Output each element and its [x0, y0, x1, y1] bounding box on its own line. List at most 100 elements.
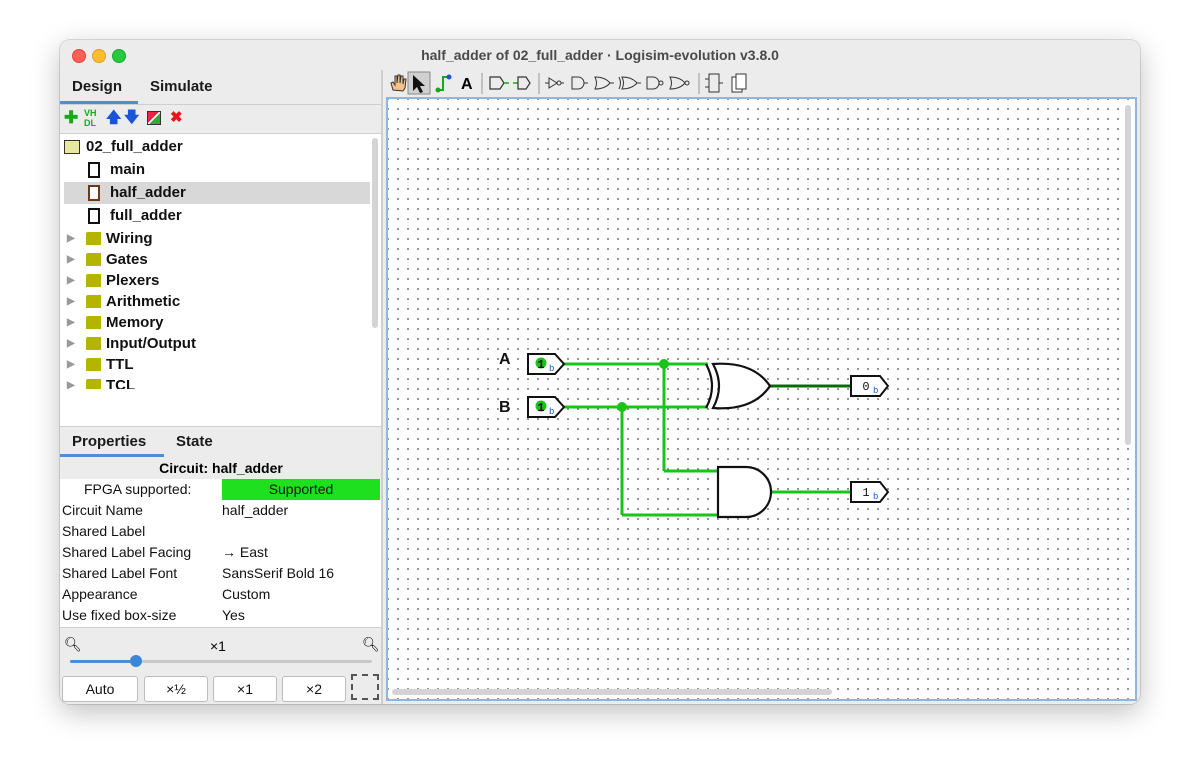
maximize-window-button[interactable] — [112, 49, 126, 63]
wire-icon[interactable] — [435, 74, 452, 93]
prop-key: FPGA supported: — [84, 481, 192, 497]
input-pin-a[interactable]: 1 b — [527, 353, 566, 375]
tree-lib-arithmetic[interactable]: ▶ Arithmetic — [60, 291, 372, 313]
input-pin-b[interactable]: 1 b — [527, 396, 566, 418]
drawing-toolbar: A — [383, 70, 1140, 96]
zoom-half-button[interactable]: ×½ — [144, 676, 208, 702]
prop-row-fixed-box[interactable]: Use fixed box-size Yes — [60, 605, 382, 626]
active-tab-indicator — [60, 101, 138, 104]
tree-circuit-half-adder[interactable]: half_adder — [64, 182, 370, 204]
output-pin-sum[interactable]: 0 b — [850, 375, 890, 397]
tab-state[interactable]: State — [176, 433, 213, 450]
zoom-auto-button[interactable]: Auto — [62, 676, 138, 702]
tree-lib-gates[interactable]: ▶ Gates — [60, 249, 372, 271]
canvas-vertical-scrollbar[interactable] — [1125, 105, 1131, 445]
project-icon — [64, 140, 80, 154]
select-arrow-icon[interactable] — [407, 71, 431, 95]
tab-properties[interactable]: Properties — [72, 433, 147, 450]
prop-key: Shared Label — [62, 523, 146, 539]
prop-value[interactable]: Custom — [222, 586, 271, 602]
nand-gate-icon[interactable] — [646, 76, 664, 90]
prop-row-label-font[interactable]: Shared Label Font SansSerif Bold 16 — [60, 563, 382, 584]
splitter[interactable] — [381, 70, 383, 704]
tree-lib-wiring[interactable]: ▶ Wiring — [60, 228, 372, 250]
xor-gate-icon[interactable] — [618, 76, 641, 90]
zoom-panel: 🔍︎ ×1 🔍︎ Auto ×½ ×1 ×2 — [60, 636, 382, 704]
text-tool-icon[interactable]: A — [461, 76, 473, 93]
folder-icon — [86, 358, 101, 371]
buffer-icon[interactable] — [545, 77, 564, 89]
zoom-slider-track[interactable] — [70, 655, 372, 667]
carry-value: 1 — [862, 486, 869, 500]
add-circuit-icon[interactable]: ✚ — [64, 108, 79, 127]
prop-key: Circuit Name — [62, 502, 143, 518]
or-gate-icon[interactable] — [594, 76, 614, 90]
vhdl-icon[interactable]: VHDL — [84, 108, 97, 128]
zoom-fit-icon[interactable] — [351, 674, 379, 700]
and-gate[interactable] — [716, 465, 773, 519]
prop-row-appearance[interactable]: Appearance Custom — [60, 584, 382, 605]
tree-lib-tcl[interactable]: ▶ TCL — [60, 375, 372, 389]
tree-scrollbar[interactable] — [372, 138, 378, 328]
nor-gate-icon[interactable] — [669, 76, 690, 90]
canvas-horizontal-scrollbar[interactable] — [392, 689, 832, 695]
prop-row-circuit-name[interactable]: Circuit Name half_adder — [60, 500, 382, 521]
zoom-in-icon[interactable]: 🔍︎ — [362, 636, 380, 652]
expand-arrow-icon[interactable]: ▶ — [67, 296, 75, 307]
expand-arrow-icon[interactable]: ▶ — [67, 254, 75, 265]
label-a: A — [499, 351, 511, 368]
properties-header: Circuit: half_adder — [60, 457, 382, 479]
output-pin-icon[interactable] — [513, 76, 531, 90]
prop-value[interactable]: → East — [222, 544, 268, 560]
tree-circuit-main[interactable]: main — [60, 159, 372, 181]
expand-arrow-icon[interactable]: ▶ — [67, 317, 75, 328]
close-window-button[interactable] — [72, 49, 86, 63]
xor-gate[interactable] — [705, 362, 772, 410]
tree-project[interactable]: 02_full_adder — [60, 136, 372, 158]
folder-icon — [86, 295, 101, 308]
input-pin-icon[interactable] — [489, 76, 509, 90]
tree-lib-memory[interactable]: ▶ Memory — [60, 312, 372, 334]
toolbar-svg: A — [390, 71, 747, 95]
appearance-icon[interactable] — [731, 73, 747, 93]
layout-icon[interactable] — [705, 73, 723, 93]
prop-row-shared-label[interactable]: Shared Label — [60, 521, 382, 542]
move-up-icon[interactable]: 🡅 — [106, 109, 122, 126]
title-bar: half_adder of 02_full_adder · Logisim-ev… — [60, 40, 1140, 71]
project-tree: 02_full_adder main half_adder full_adder… — [60, 134, 382, 425]
minimize-window-button[interactable] — [92, 49, 106, 63]
circuit-canvas[interactable]: 1 b 1 b 0 b 1 b — [386, 97, 1137, 701]
explorer-tabs: Design Simulate — [60, 70, 382, 105]
tree-lib-input-output[interactable]: ▶ Input/Output — [60, 333, 372, 355]
expand-arrow-icon[interactable]: ▶ — [67, 359, 75, 370]
move-down-icon[interactable]: 🡇 — [124, 109, 140, 126]
label-b: B — [499, 399, 511, 416]
explorer-toolbar: ✚ VHDL 🡅 🡇 ✖ — [60, 105, 382, 134]
expand-arrow-icon[interactable]: ▶ — [67, 380, 75, 389]
expand-arrow-icon[interactable]: ▶ — [67, 233, 75, 244]
prop-value[interactable]: Yes — [222, 607, 245, 623]
carry-bit-suffix: b — [873, 492, 878, 502]
junction-dot — [617, 402, 627, 412]
zoom-slider-knob[interactable] — [130, 655, 143, 667]
expand-arrow-icon[interactable]: ▶ — [67, 338, 75, 349]
tab-design[interactable]: Design — [72, 78, 123, 95]
tab-simulate[interactable]: Simulate — [150, 78, 213, 95]
hand-icon[interactable] — [390, 74, 407, 92]
delete-circuit-icon[interactable]: ✖ — [170, 109, 183, 126]
output-pin-carry[interactable]: 1 b — [850, 481, 890, 503]
tree-lib-ttl[interactable]: ▶ TTL — [60, 354, 372, 376]
prop-value[interactable]: half_adder — [222, 502, 289, 518]
prop-value[interactable]: SansSerif Bold 16 — [222, 565, 335, 581]
sum-value: 0 — [862, 380, 869, 394]
tree-lib-plexers[interactable]: ▶ Plexers — [60, 270, 372, 292]
and-gate-icon[interactable] — [571, 76, 588, 90]
expand-arrow-icon[interactable]: ▶ — [67, 275, 75, 286]
edit-appearance-icon[interactable] — [147, 111, 161, 125]
zoom-2x-button[interactable]: ×2 — [282, 676, 346, 702]
tree-circuit-full-adder[interactable]: full_adder — [60, 205, 372, 227]
zoom-out-icon[interactable]: 🔍︎ — [64, 636, 82, 652]
prop-row-label-facing[interactable]: Shared Label Facing → East — [60, 542, 382, 563]
zoom-slider-fill — [70, 660, 137, 663]
zoom-1x-button[interactable]: ×1 — [213, 676, 277, 702]
